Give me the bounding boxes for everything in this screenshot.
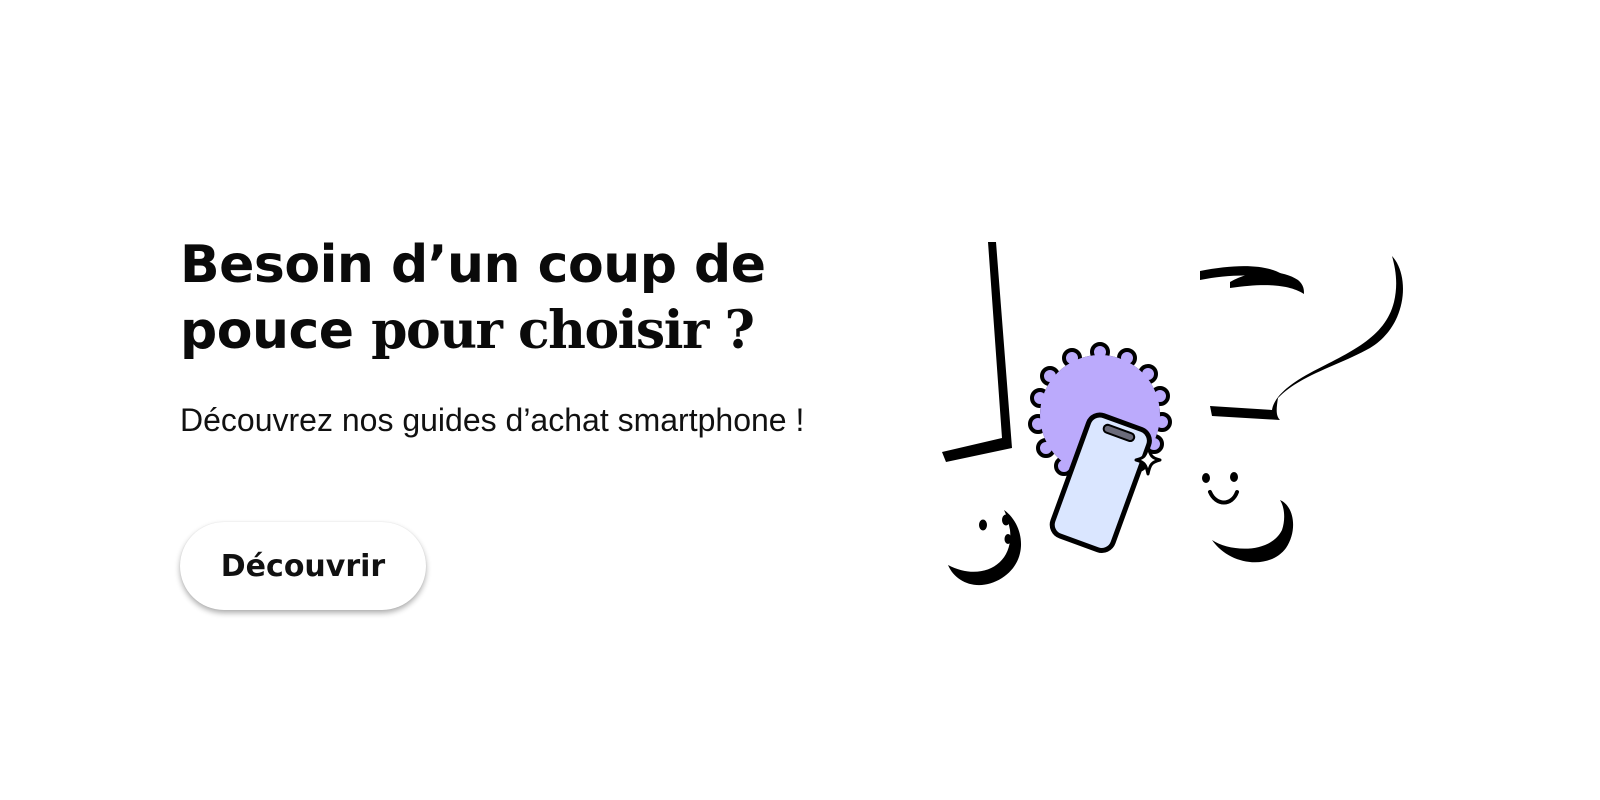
title-line-1: Besoin d’un coup de — [180, 235, 766, 295]
question-mark-shape — [1200, 256, 1403, 563]
banner-text: Besoin d’un coup de pouce pour choisir ?… — [180, 232, 880, 440]
smiley-face-right-eye — [1202, 473, 1210, 483]
exclamation-mark-shape — [942, 242, 1022, 586]
sparkle-icon — [1134, 444, 1162, 476]
banner-title: Besoin d’un coup de pouce pour choisir ? — [180, 232, 880, 364]
title-line-2-regular: pouce — [180, 301, 354, 361]
illustration — [942, 242, 1403, 586]
smiley-face-left-eye — [1002, 514, 1010, 526]
smiley-face-right-mouth — [1208, 490, 1239, 505]
discover-button[interactable]: Découvrir — [180, 522, 426, 610]
smiley-face-left-eye — [979, 519, 987, 531]
title-line-2-emphasis: pour choisir ? — [371, 300, 755, 361]
smiley-face-left-mouth — [1004, 534, 1012, 544]
smartphone-icon — [1049, 412, 1152, 553]
smiley-face-right-eye — [1230, 472, 1238, 482]
banner-subtitle: Découvrez nos guides d’achat smartphone … — [180, 402, 805, 438]
